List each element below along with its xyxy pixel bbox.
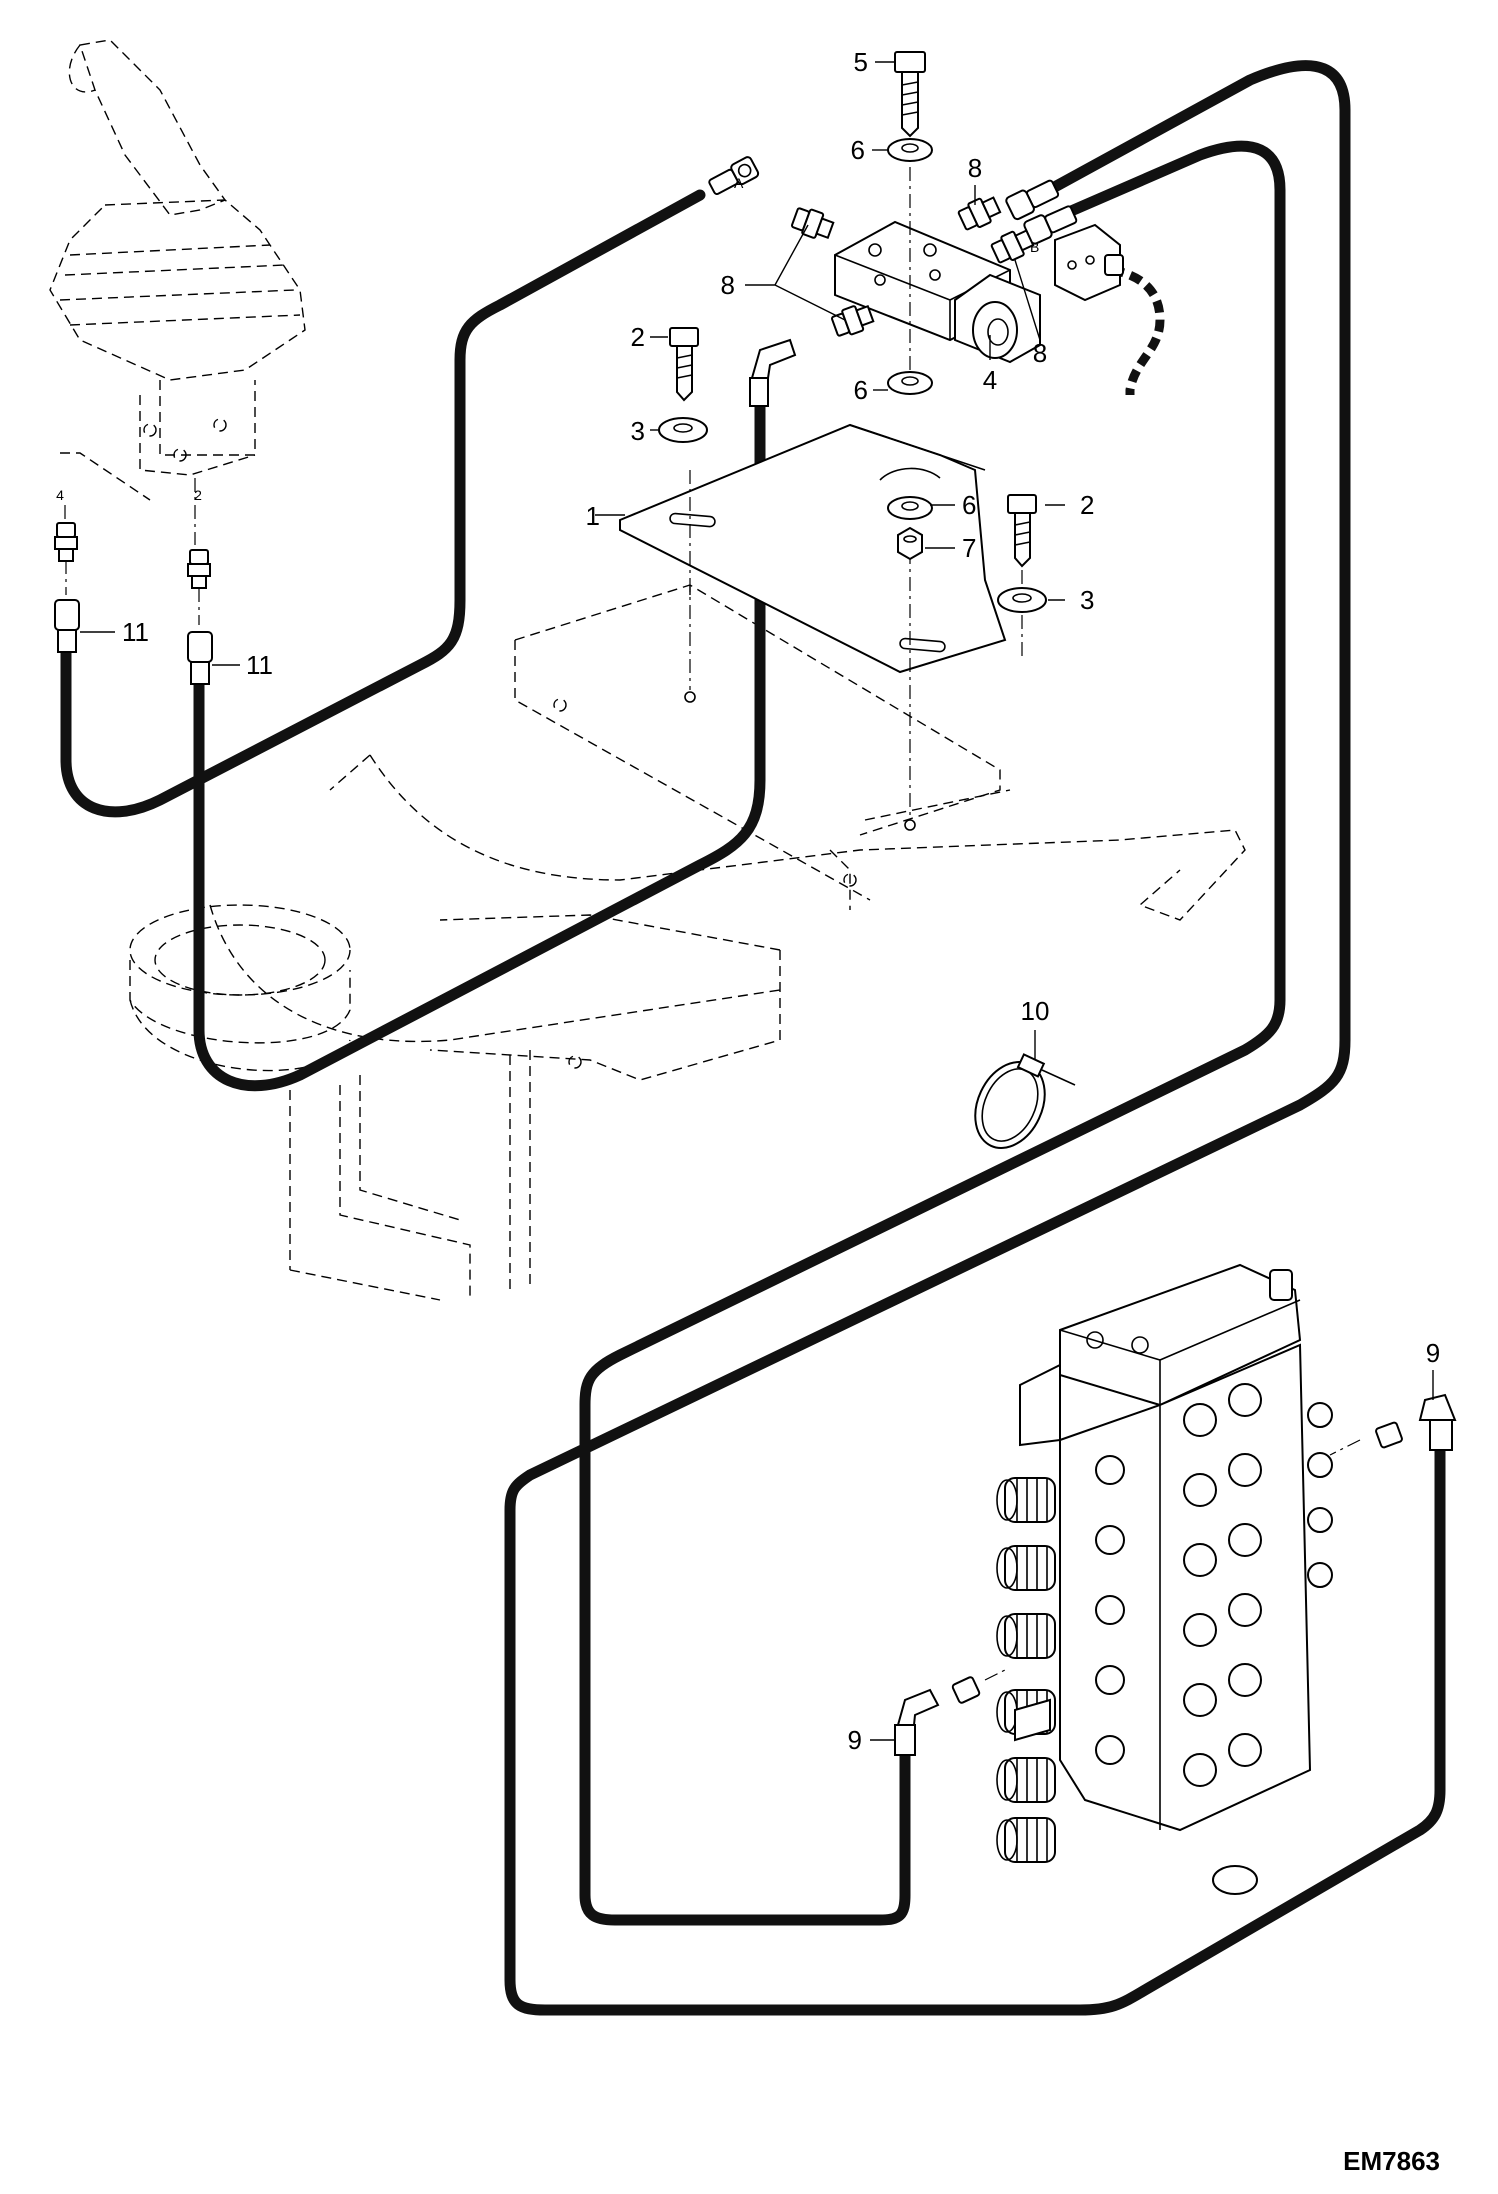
main-control-valve <box>996 1263 1333 1895</box>
hose-9-outer <box>504 60 1446 2016</box>
hose-9-inner <box>579 140 1286 1926</box>
port-tag-b: B <box>1030 239 1039 255</box>
hose-end-joystick-left <box>54 599 80 653</box>
hose-end-9-left <box>894 1676 981 1756</box>
hose-end-joystick-right <box>187 631 213 685</box>
solenoid-valve-block <box>834 220 1124 364</box>
hose-end-9-right <box>1375 1393 1457 1451</box>
washer-6-middle <box>887 371 933 395</box>
joystick-port-fitting-right <box>187 549 211 589</box>
nut-7 <box>897 526 923 561</box>
washer-6-lower <box>887 496 933 520</box>
callout-8-right: 8 <box>1033 338 1047 368</box>
joystick-control-lever <box>49 39 306 545</box>
callout-2-left: 2 <box>631 322 645 352</box>
port-tag-2: 2 <box>194 487 202 503</box>
callout-3-left: 3 <box>631 416 645 446</box>
callout-5: 5 <box>854 47 868 77</box>
callout-6-middle: 6 <box>854 375 868 405</box>
hose-end-valve-bottom <box>749 338 797 407</box>
hose-end-valve-port-b <box>1023 205 1078 245</box>
callout-7: 7 <box>962 533 976 563</box>
joystick-port-fitting-left <box>54 522 78 562</box>
washer-3-right <box>997 587 1047 613</box>
bolt-2-left <box>669 327 699 402</box>
bolt-5 <box>894 51 926 138</box>
adapter-fitting-8-top <box>957 196 1002 231</box>
adapter-fitting-8-right <box>990 229 1035 264</box>
bolt-2-right <box>1007 494 1037 568</box>
callout-6-upper: 6 <box>851 135 865 165</box>
washer-6-upper <box>887 138 933 162</box>
cable-tie-10 <box>974 1053 1076 1149</box>
callout-11-right: 11 <box>246 650 273 680</box>
callout-4: 4 <box>983 365 997 395</box>
machine-frame-outline <box>129 584 1246 1301</box>
hose-11-left <box>60 189 706 818</box>
mounting-plate-1 <box>619 423 1007 674</box>
port-tag-a: A <box>734 175 744 191</box>
adapter-fitting-8-upper-left <box>790 207 835 240</box>
callout-8-left: 8 <box>721 270 735 300</box>
callout-8-top: 8 <box>968 153 982 183</box>
port-tag-4: 4 <box>56 487 64 503</box>
callout-6-lower: 6 <box>962 490 976 520</box>
washer-3-left <box>658 417 708 443</box>
hose-end-valve-top-left <box>708 156 760 196</box>
callout-3-right: 3 <box>1080 585 1094 615</box>
callout-2-right: 2 <box>1080 490 1094 520</box>
figure-code: EM7863 <box>1343 2146 1440 2176</box>
callout-11-left: 11 <box>122 617 149 647</box>
callout-9-left: 9 <box>848 1725 862 1755</box>
callout-9-right: 9 <box>1426 1338 1440 1368</box>
hose-11-right <box>193 394 766 1092</box>
adapter-fitting-8-lower-left <box>830 304 875 337</box>
valve-spool-caps <box>996 1477 1056 1863</box>
leader-lines <box>80 61 1434 1741</box>
solenoid-wire <box>1111 265 1165 395</box>
callout-10: 10 <box>1021 996 1050 1026</box>
valve-port-bosses <box>1095 1383 1333 1895</box>
hose-end-valve-port-a <box>1005 179 1060 221</box>
callout-1: 1 <box>586 501 600 531</box>
